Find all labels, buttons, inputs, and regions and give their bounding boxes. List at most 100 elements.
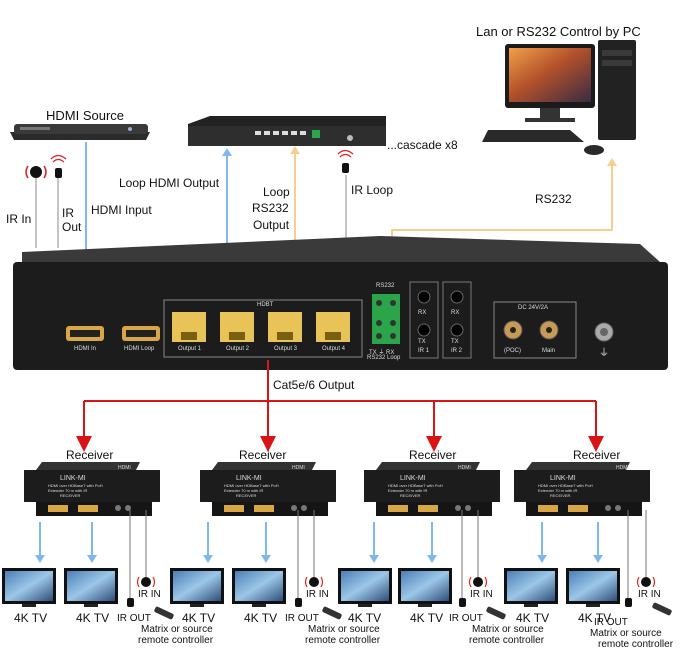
receiver-hdmi-logo-4: HDMI (616, 465, 629, 471)
tv-icon (2, 568, 56, 607)
loop-rs232-label-1: Loop (263, 185, 290, 199)
main-unit: ⏚ (13, 236, 668, 370)
receiver-brand-4: LINK-MI (550, 475, 576, 482)
hdmi-input-label: HDMI Input (91, 203, 152, 217)
remote-icon (154, 602, 672, 620)
receiver-tv-lines (39, 522, 599, 558)
panel-hdmi-in-label: HDMI In (74, 346, 97, 352)
ir-in-small-3: IR IN (470, 589, 493, 600)
loop-rs232-label-2: RS232 (252, 201, 289, 215)
ir-out-small-4: IR OUT (594, 617, 628, 628)
loop-rs232-label-3: Output (253, 218, 290, 232)
ir-in-small-4: IR IN (638, 589, 661, 600)
remote-label-4a: Matrix or source (590, 628, 662, 639)
panel-output-2: Output 2 (226, 346, 250, 352)
receiver-label-3: Receiver (409, 448, 457, 462)
pc-title: Lan or RS232 Control by PC (476, 24, 641, 39)
panel-rs232-top: RS232 (376, 283, 395, 289)
ir-out-small-2: IR OUT (285, 613, 319, 624)
receiver-box (514, 462, 650, 516)
panel-output-4: Output 4 (322, 346, 346, 352)
receiver-caption-1b: Extender 70 m with IR (48, 488, 88, 493)
tv-icon (338, 568, 392, 607)
ir-emitter-icon (50, 154, 67, 248)
tv-label-4: 4K TV (244, 611, 278, 625)
ir-out-small-1: IR OUT (117, 613, 151, 624)
ir-out-label-1: IR (62, 206, 74, 220)
panel-main: Main (542, 348, 556, 354)
tv-icon (504, 568, 558, 607)
receiver-model-2: RECEIVER (236, 493, 257, 498)
ir-loop-label: IR Loop (351, 183, 394, 197)
tv-label-6: 4K TV (410, 611, 444, 625)
receiver-caption-1a: HDMI over HDBaseT with PoH (48, 483, 103, 488)
remote-label-3a: Matrix or source (472, 624, 544, 635)
hdmi-source-player (10, 124, 150, 140)
tv-icon (170, 568, 224, 607)
panel-tx-1: TX (418, 339, 426, 345)
remote-label-2b: remote controller (305, 635, 381, 646)
ir-out-small-3: IR OUT (449, 613, 483, 624)
ir-receiver-icon (141, 577, 651, 587)
receiver-model-3: RECEIVER (400, 493, 421, 498)
ir-emitter-icon (127, 598, 632, 607)
panel-output-3: Output 3 (274, 346, 298, 352)
remote-label-2a: Matrix or source (308, 624, 380, 635)
svg-text:⏚: ⏚ (599, 347, 609, 359)
receiver-hdmi-logo-3: HDMI (458, 465, 471, 471)
remote-label-1b: remote controller (138, 635, 214, 646)
ir-out-label-2: Out (62, 220, 82, 234)
receiver-caption-3b: Extender 70 m with IR (388, 488, 428, 493)
receiver-hdmi-logo-2: HDMI (292, 465, 305, 471)
receiver-hdmi-logo-1: HDMI (118, 465, 131, 471)
tv-label-5: 4K TV (348, 611, 382, 625)
receiver-box (24, 462, 160, 516)
panel-rx-1: RX (418, 310, 427, 316)
panel-rs232-bottom-1: TX ⏚ RX (369, 350, 395, 356)
remote-label-1a: Matrix or source (141, 624, 213, 635)
panel-tx-2: TX (451, 339, 459, 345)
panel-rs232-bottom-2: RS232 Loop (367, 355, 401, 361)
receiver-brand-2: LINK-MI (236, 475, 262, 482)
receiver-brand-3: LINK-MI (400, 475, 426, 482)
rs232-label: RS232 (535, 192, 572, 206)
tv-icon (232, 568, 286, 607)
cascade-label: ...cascade x8 (387, 138, 458, 152)
matrix-switch-icon (188, 116, 386, 146)
remote-label-3b: remote controller (469, 635, 545, 646)
panel-output-1: Output 1 (178, 346, 202, 352)
receiver-label-4: Receiver (573, 448, 621, 462)
receiver-caption-4b: Extender 70 m with IR (538, 488, 578, 493)
tv-label-1: 4K TV (14, 611, 48, 625)
loop-hdmi-output-label: Loop HDMI Output (119, 176, 220, 190)
panel-poc: (POC) (504, 348, 521, 354)
ir-receiver-icon (25, 165, 47, 248)
panel-rx-2: RX (451, 310, 460, 316)
receiver-ir-wires (129, 510, 647, 598)
hdmi-source-label: HDMI Source (46, 108, 125, 123)
receiver-label-1: Receiver (66, 448, 114, 462)
tv-label-8: 4K TV (578, 611, 612, 625)
tv-icon (398, 568, 452, 607)
receiver-caption-4a: HDMI over HDBaseT with PoH (538, 483, 593, 488)
ir-in-label: IR In (6, 212, 32, 226)
ir-in-small-2: IR IN (306, 589, 329, 600)
receiver-model-1: RECEIVER (60, 493, 81, 498)
tv-label-7: 4K TV (516, 611, 550, 625)
cat-output-label: Cat5e/6 Output (273, 378, 355, 392)
tv-label-2: 4K TV (76, 611, 110, 625)
tv-icon (64, 568, 118, 607)
cat-output-lines (76, 360, 604, 452)
receiver-brand-1: LINK-MI (60, 475, 86, 482)
receiver-box (364, 462, 500, 516)
receiver-label-2: Receiver (239, 448, 287, 462)
panel-hdbt-label: HDBT (257, 302, 274, 308)
ir-in-small-1: IR IN (138, 589, 161, 600)
panel-ir2: IR 2 (451, 348, 463, 354)
receiver-model-4: RECEIVER (550, 493, 571, 498)
receiver-caption-2b: Extender 70 m with IR (224, 488, 264, 493)
pc-icon (482, 40, 636, 155)
receiver-caption-2a: HDMI over HDBaseT with PoH (224, 483, 279, 488)
ir-emitter-icon (337, 149, 354, 173)
